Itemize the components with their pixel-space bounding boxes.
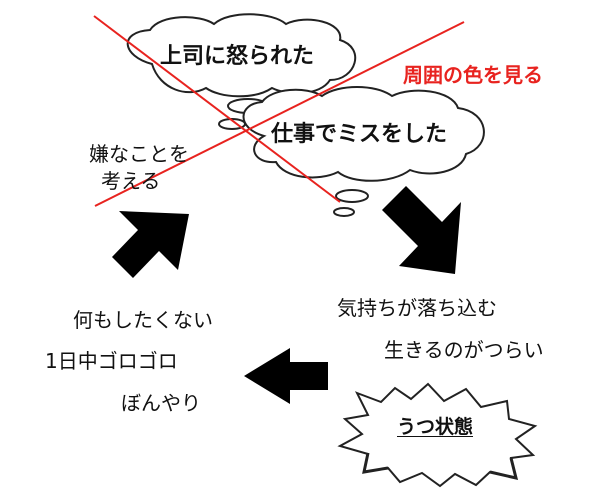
cross-mark (93, 15, 465, 207)
life-hard-text: 生きるのがつらい (384, 338, 544, 362)
cloud-text-boss-angry: 上司に怒られた (160, 44, 315, 69)
cloud-text-work-mistake: 仕事でミスをした (271, 122, 448, 147)
feeling-down-text: 気持ちが落ち込む (337, 296, 497, 320)
thought-cloud-boss (126, 13, 357, 130)
left-arrow (244, 348, 328, 404)
up-right-arrow (112, 211, 189, 278)
highlight-text: 周囲の色を見る (403, 63, 543, 87)
lazing-around-text: 1日中ゴロゴロ (45, 349, 178, 373)
absent-minded-text: ぼんやり (121, 391, 201, 415)
thinking-line-2: 考える (101, 169, 161, 193)
depression-burst (337, 382, 538, 488)
no-motivation-text: 何もしたくない (73, 308, 213, 332)
thought-cloud-mistake (242, 86, 485, 217)
down-right-arrow (382, 186, 461, 274)
thinking-line-1: 嫌なことを (89, 142, 189, 166)
depression-state-label: うつ状態 (397, 416, 474, 438)
